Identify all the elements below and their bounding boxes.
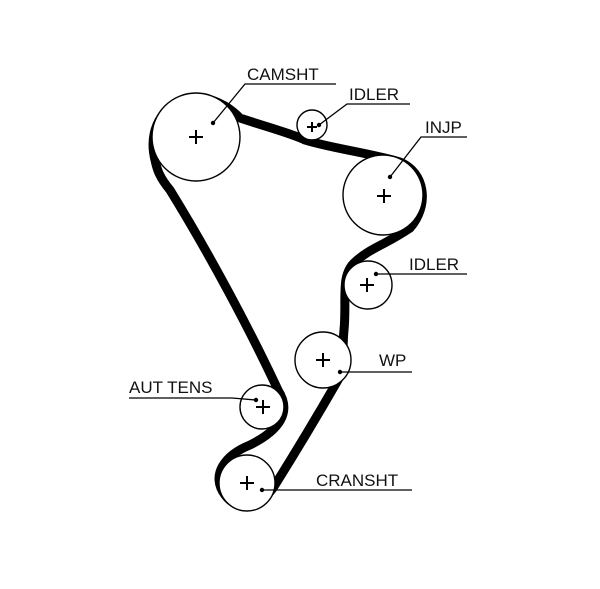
auto-tensioner-leader [129, 397, 257, 401]
injection-pump-label: INJP [425, 118, 462, 137]
water-pump-leader-dot [337, 369, 343, 375]
camshaft-label: CAMSHT [247, 65, 319, 84]
camshaft-leader-dot [210, 120, 216, 126]
idler-top-leader-dot [316, 122, 322, 128]
crankshaft-leader-dot [259, 487, 265, 493]
water-pump-label: WP [379, 351, 406, 370]
idler-mid-leader-dot [373, 271, 379, 277]
camshaft-leader [212, 83, 336, 124]
injection-pump-leader [389, 136, 467, 178]
auto-tensioner-leader-dot [253, 397, 259, 403]
injection-pump-leader-dot [387, 174, 393, 180]
crankshaft-label: CRANSHT [316, 471, 398, 490]
idler-mid-label: IDLER [409, 255, 459, 274]
idler-top-label: IDLER [349, 85, 399, 104]
idler-top-leader [318, 103, 410, 126]
auto-tensioner-label: AUT TENS [129, 378, 212, 397]
